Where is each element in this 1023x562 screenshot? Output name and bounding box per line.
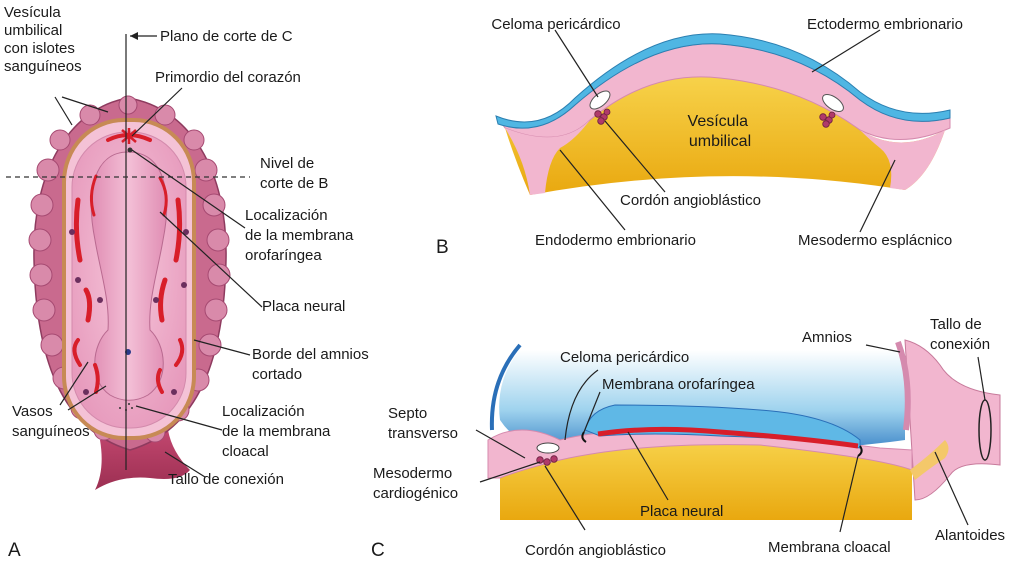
- label-septo: Septo transverso: [388, 405, 458, 442]
- panel-a: A Vesícula umbilical con islotes sanguín…: [4, 4, 373, 561]
- label-alantoides: Alantoides: [935, 527, 1005, 544]
- label-orofaringea-a: Localización de la membrana orofaríngea: [245, 207, 358, 264]
- label-mesodermo-c: Mesodermo cardiogénico: [373, 465, 458, 502]
- label-placa-c: Placa neural: [640, 503, 723, 520]
- panel-b-letter: B: [436, 237, 449, 258]
- label-tallo-c: Tallo de conexión: [930, 316, 990, 353]
- panel-c: C Amnios Tallo de conexión Celoma pericá…: [371, 316, 1005, 561]
- label-cordon-b: Cordón angioblástico: [620, 192, 761, 209]
- label-cloacal-c: Membrana cloacal: [768, 539, 891, 556]
- label-vesicula-a: Vesícula umbilical con islotes sanguíneo…: [4, 4, 82, 75]
- coelom-c: [537, 443, 559, 453]
- label-amnios-a: Borde del amnios cortado: [252, 346, 373, 383]
- label-tallo-a: Tallo de conexión: [168, 471, 284, 488]
- label-plano-c: Plano de corte de C: [160, 28, 293, 45]
- label-celoma-b: Celoma pericárdico: [491, 16, 620, 33]
- label-nivel-b: Nivel de corte de B: [260, 155, 328, 192]
- label-placa-a: Placa neural: [262, 298, 345, 315]
- label-orofaringea-c: Membrana orofaríngea: [602, 376, 755, 393]
- label-primordio: Primordio del corazón: [155, 69, 301, 86]
- panel-c-letter: C: [371, 540, 385, 561]
- neural-plate: [91, 152, 166, 400]
- label-cloacal-a: Localización de la membrana cloacal: [222, 403, 335, 460]
- panel-a-letter: A: [8, 540, 21, 561]
- oropharyngeal-point: [128, 148, 133, 153]
- label-mesodermo-b: Mesodermo esplácnico: [798, 232, 952, 249]
- label-endodermo-b: Endodermo embrionario: [535, 232, 696, 249]
- panel-b: Vesícula umbilical B Celoma pericárdico …: [436, 16, 963, 258]
- label-ectodermo-b: Ectodermo embrionario: [807, 16, 963, 33]
- label-amnios-c: Amnios: [802, 329, 852, 346]
- label-cordon-c: Cordón angioblástico: [525, 542, 666, 559]
- label-celoma-c: Celoma pericárdico: [560, 349, 689, 366]
